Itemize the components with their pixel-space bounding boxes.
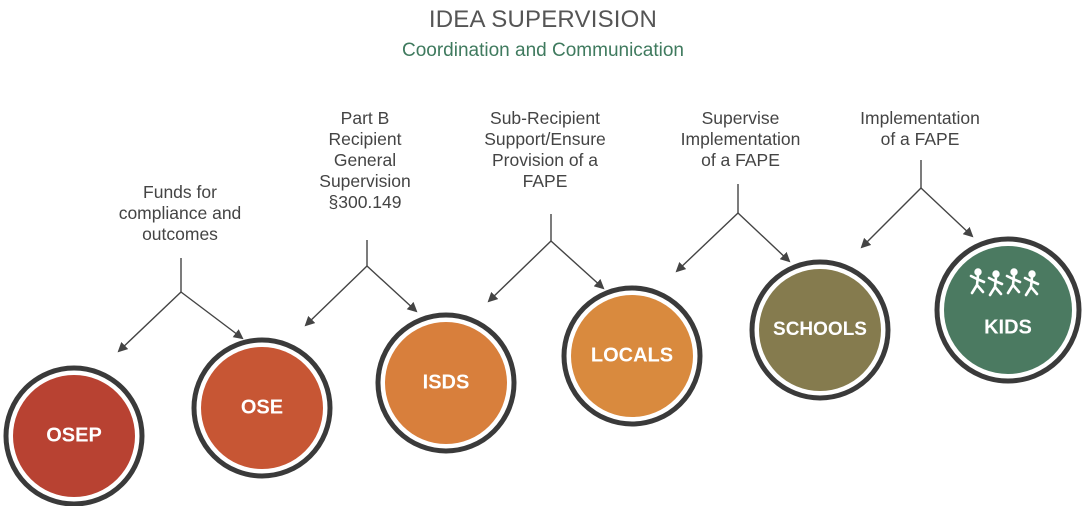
- running-kids-icon: [969, 268, 1040, 297]
- node-osep: OSEP: [3, 365, 145, 506]
- node-locals: LOCALS: [561, 285, 703, 427]
- node-fill: [944, 246, 1072, 374]
- diagram-subtitle: Coordination and Communication: [402, 40, 684, 61]
- connector-sub-recipient: [487, 214, 605, 303]
- connector-supervise: [675, 184, 791, 273]
- node-fill: [385, 322, 507, 444]
- node-schools: SCHOOLS: [749, 259, 891, 401]
- node-label: SCHOOLS: [773, 319, 867, 340]
- node-ose: OSE: [191, 337, 333, 479]
- node-isds: ISDS: [375, 312, 517, 454]
- node-fill: [571, 295, 693, 417]
- node-label: LOCALS: [591, 344, 673, 366]
- node-kids: KIDS: [934, 236, 1082, 384]
- connector-part-b: [304, 240, 418, 327]
- node-label: OSE: [241, 396, 283, 418]
- diagram-title: IDEA SUPERVISION: [428, 6, 658, 33]
- node-fill: [759, 269, 881, 391]
- connector-funds: [117, 258, 244, 353]
- node-fill: [13, 375, 135, 497]
- connector-implementation: [860, 160, 974, 249]
- node-label: KIDS: [984, 316, 1032, 338]
- node-label: ISDS: [423, 371, 470, 393]
- node-fill: [201, 347, 323, 469]
- node-label: OSEP: [46, 424, 102, 446]
